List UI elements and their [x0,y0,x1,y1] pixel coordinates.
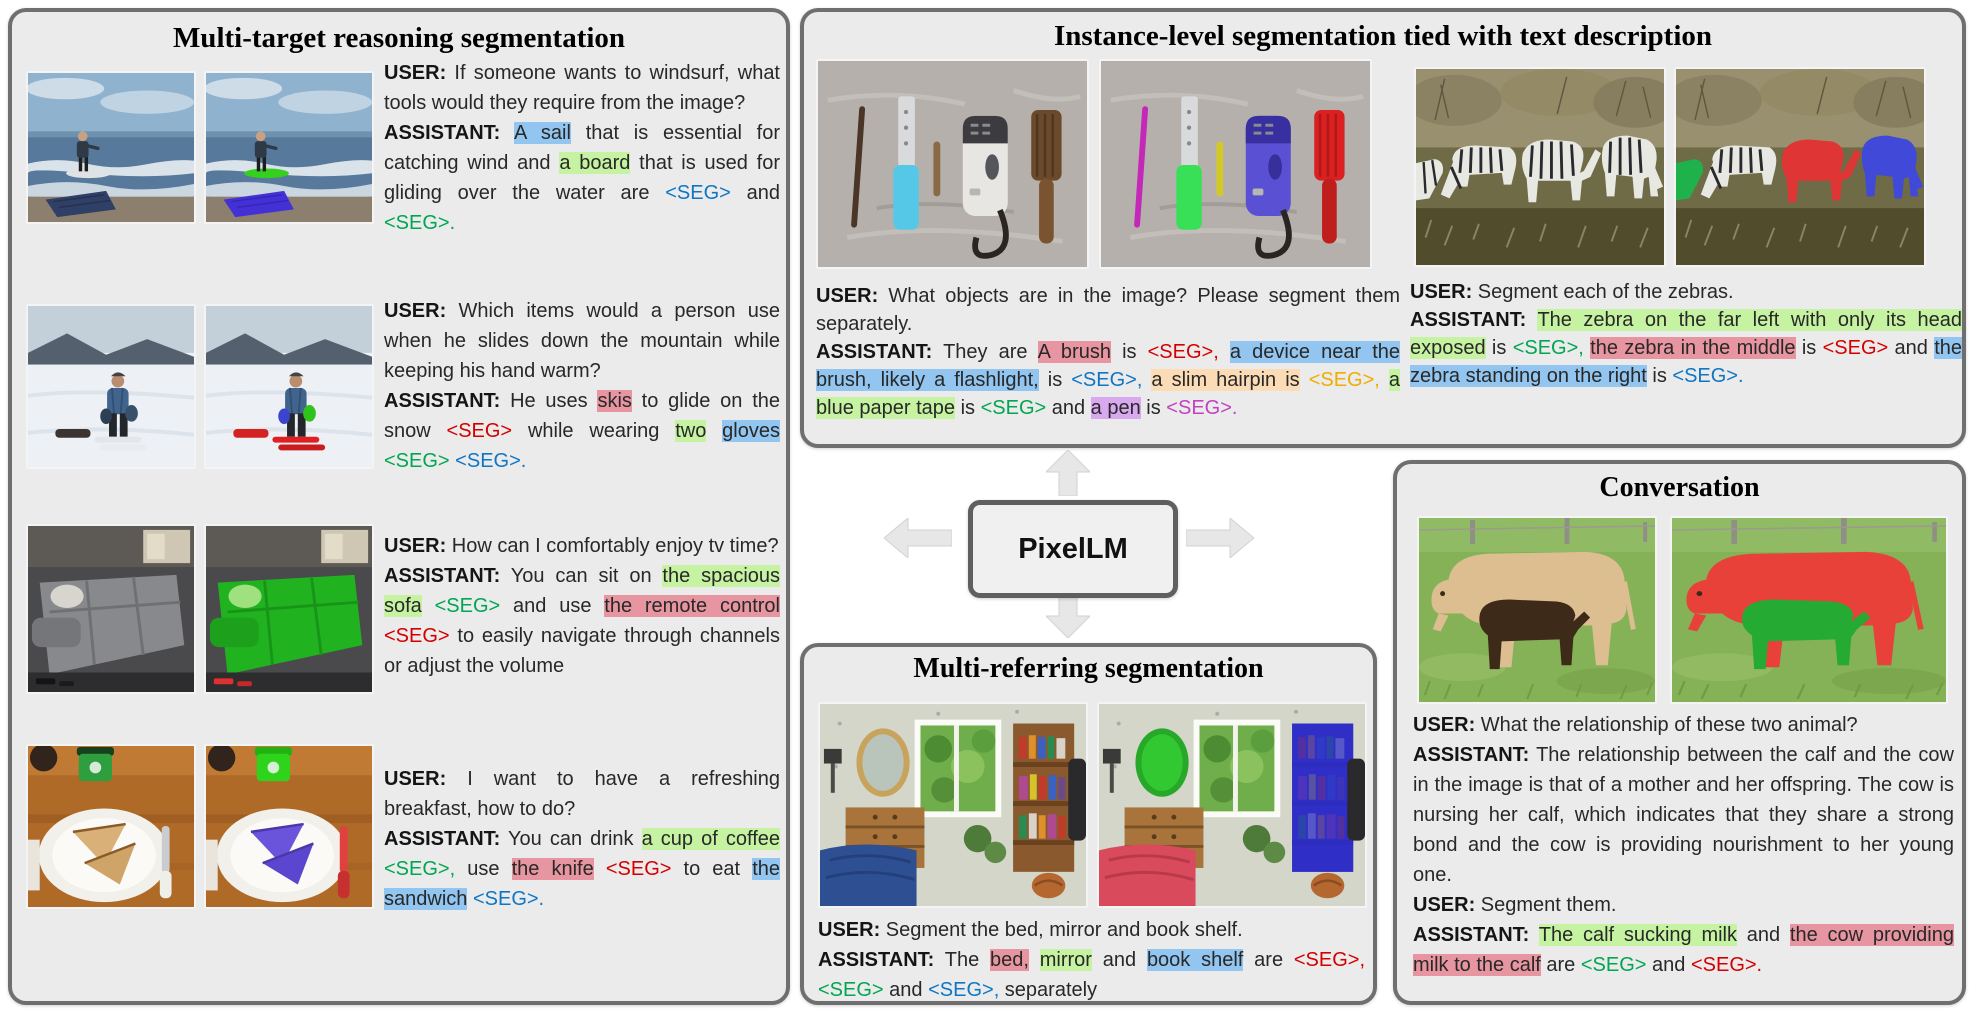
ski-photo-segmented [204,304,374,469]
bedroom-photo [818,702,1088,908]
cow-image-pair [1417,516,1948,704]
panel-title-conversation: Conversation [1599,472,1760,503]
zebra-photo [1414,67,1666,267]
cow-photo-segmented [1670,516,1948,704]
panel-title-multi-referring: Multi-referring segmentation [913,653,1264,684]
objects-photo [816,59,1089,269]
ski-dialog: USER: Which items would a person use whe… [384,300,780,472]
ski-photo [26,304,196,469]
panel-title-multi-target: Multi-target reasoning segmentation [172,22,626,54]
arrow-right-icon [1186,518,1254,558]
sofa-image-pair [26,524,374,694]
sofa-photo-segmented [204,524,374,694]
sofa-dialog: USER: How can I comfortably enjoy tv tim… [384,535,781,677]
zebra-dialog: USER: Segment each of the zebras.ASSISTA… [1410,281,1962,387]
objects-dialog: USER: What objects are in the image? Ple… [816,285,1401,419]
panel-multi-target-reasoning: Multi-target reasoning segmentation USER… [8,8,790,1005]
breakfast-dialog: USER: I want to have a refreshing breakf… [384,768,781,910]
panel-title-instance-level: Instance-level segmentation tied with te… [1053,20,1713,52]
panel-multi-referring: Multi-referring segmentation USER: Segme… [800,643,1377,1005]
bedroom-dialog: USER: Segment the bed, mirror and book s… [818,919,1366,1001]
arrow-left-icon [884,518,952,558]
arrow-up-icon [1046,450,1090,496]
zebra-image-pair [1414,67,1926,267]
windsurf-image-pair [26,71,374,224]
arrow-down-icon [1046,592,1090,638]
windsurf-photo-segmented [204,71,374,224]
cow-dialog: USER: What the relationship of these two… [1413,714,1954,976]
windsurf-photo [26,71,196,224]
windsurf-dialog: USER: If someone wants to windsurf, what… [384,62,780,234]
breakfast-image-pair [26,744,374,909]
panel-instance-level: Instance-level segmentation tied with te… [800,8,1966,448]
pixellm-label: PixelLM [1018,532,1128,565]
bedroom-photo-segmented [1097,702,1367,908]
ski-image-pair [26,304,374,469]
breakfast-photo-segmented [204,744,374,909]
panel-conversation: Conversation USER: What the relationship… [1393,460,1966,1005]
cow-photo [1417,516,1657,704]
bedroom-image-pair [818,702,1367,908]
objects-photo-segmented [1099,59,1372,269]
objects-image-pair [816,59,1372,269]
pixellm-model-box: PixelLM [968,500,1178,598]
sofa-photo [26,524,196,694]
zebra-photo-segmented [1674,67,1926,267]
breakfast-photo [26,744,196,909]
